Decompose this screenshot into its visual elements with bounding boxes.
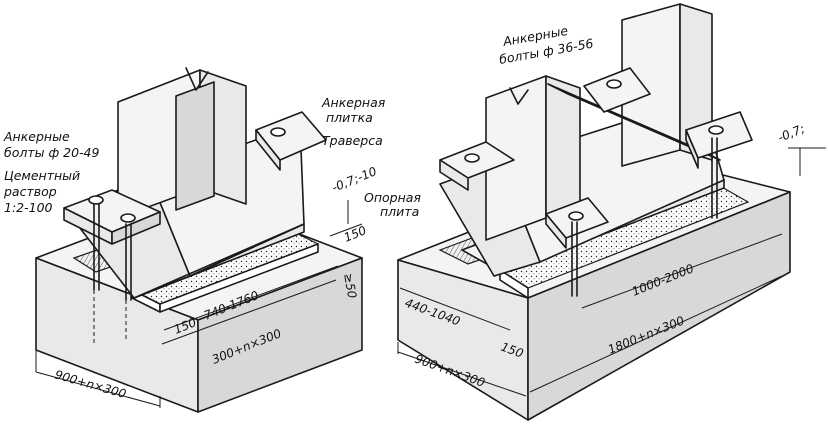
left-anchor-bolts xyxy=(93,203,132,346)
cement-mortar-label-line2: раствор xyxy=(3,184,57,199)
left-dim-150-top: 150 xyxy=(342,223,369,245)
anchor-bolts-label-line2: болты ф 20-49 xyxy=(4,145,100,160)
left-dimension-lines xyxy=(35,200,363,408)
left-grout-layer xyxy=(130,229,320,313)
left-column xyxy=(117,67,247,219)
traverse-label: Траверса xyxy=(322,133,383,148)
left-dim-min-50: ≥50 xyxy=(341,272,359,300)
right-dimension-lines xyxy=(397,147,826,397)
anchor-bolts-label-line1: Анкерные xyxy=(3,129,70,144)
cement-mortar-label-line1: Цементный xyxy=(4,168,80,183)
right-anchor-plates xyxy=(439,67,753,249)
left-anchor-plate-left xyxy=(63,189,161,245)
left-anchor-plate-right xyxy=(255,111,327,171)
right-anchor-bolts xyxy=(571,137,718,297)
right-column-rear xyxy=(547,3,721,167)
right-column-front xyxy=(485,75,581,241)
cement-mortar-label-line3: 1:2-100 xyxy=(4,200,53,215)
base-plate-label-line2: плита xyxy=(380,204,419,219)
right-level-label: -0,7; xyxy=(776,122,807,145)
anchor-plate-label-line2: плитка xyxy=(326,110,373,125)
base-plate-label-line1: Опорная xyxy=(364,190,421,205)
anchor-plate-label-line1: Анкерная xyxy=(321,95,386,110)
